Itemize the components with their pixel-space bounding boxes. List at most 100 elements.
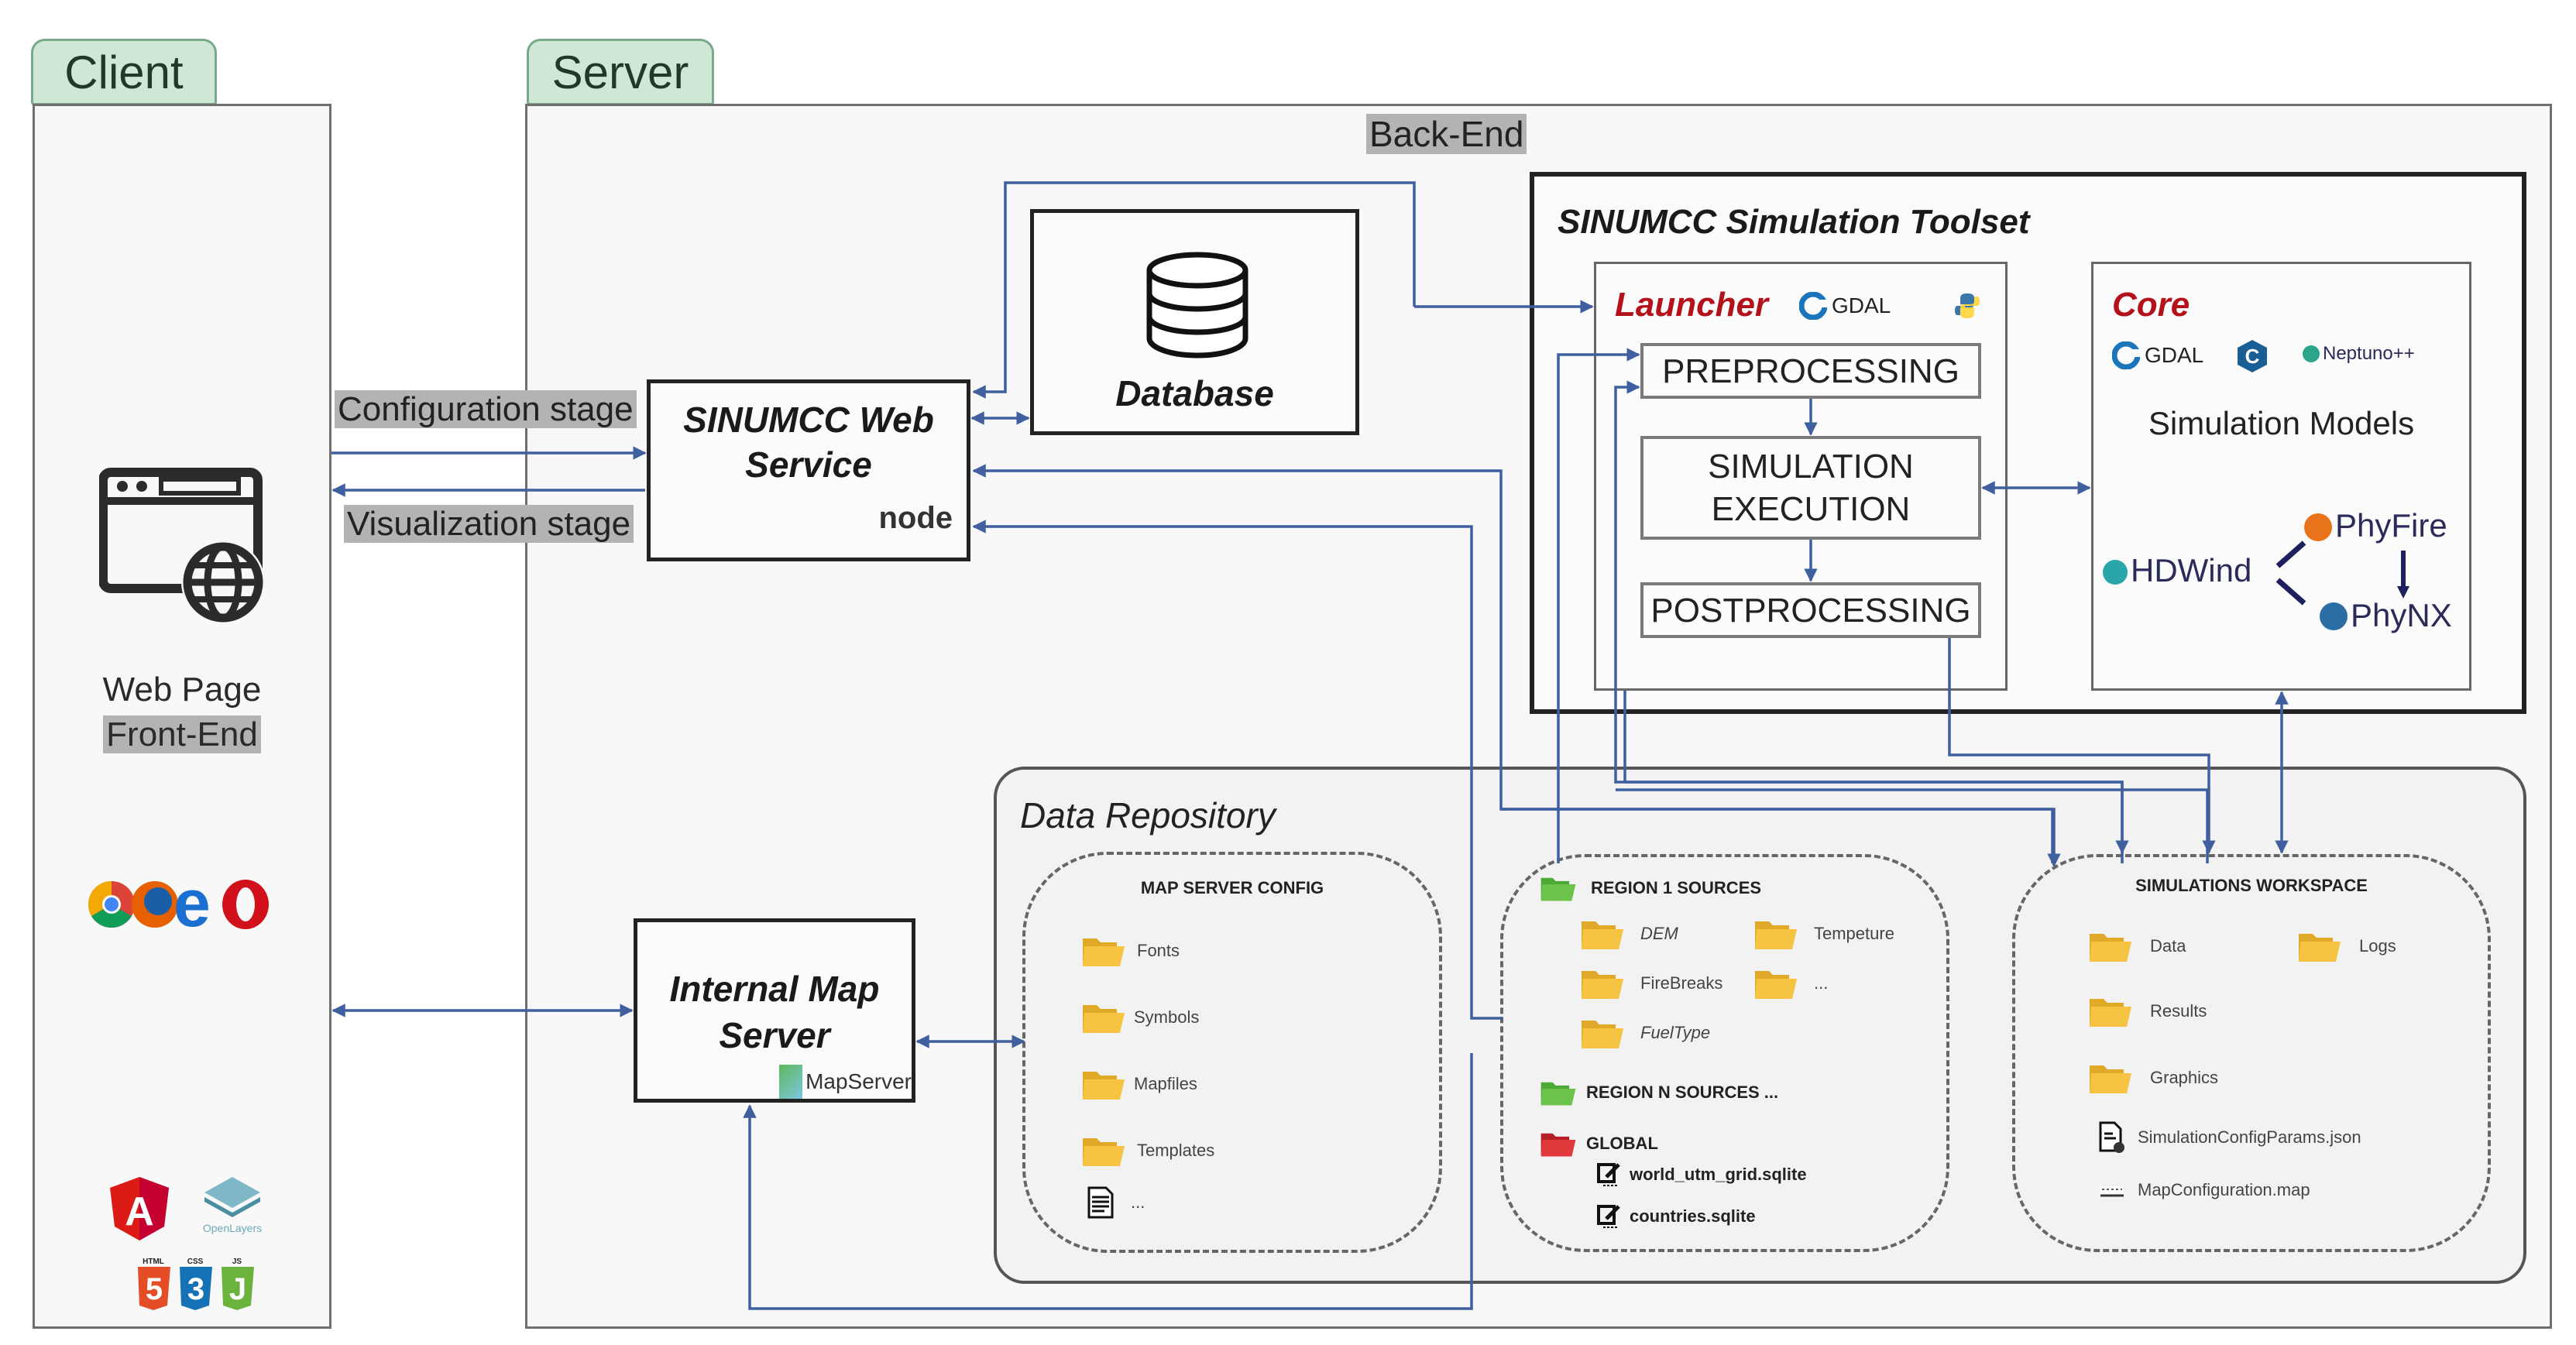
folder-icon — [2090, 1065, 2131, 1093]
folder-item[interactable]: ... — [1753, 966, 1828, 1000]
client-tab: Client — [31, 39, 217, 105]
folder-item[interactable]: Tempeture — [1753, 917, 1894, 951]
folder-icon — [1582, 1021, 1623, 1048]
folder-icon — [1755, 971, 1797, 999]
back-end-label: Back-End — [1366, 114, 1527, 154]
folder-icon — [2299, 934, 2341, 962]
folder-item[interactable]: Graphics — [2088, 1061, 2218, 1095]
python-icon — [1954, 292, 1980, 323]
region1-header[interactable]: REGION 1 SOURCES — [1540, 873, 1761, 903]
map-server-title-line1: Internal Map — [669, 969, 880, 1009]
workspace-title: SIMULATIONS WORKSPACE — [2135, 876, 2368, 895]
folder-item[interactable]: Templates — [1081, 1134, 1214, 1168]
firefox-icon — [132, 881, 178, 928]
file-item[interactable]: MapConfiguration.map — [2099, 1179, 2310, 1202]
file-item[interactable]: SimulationConfigParams.json — [2099, 1121, 2361, 1154]
svg-text:CSS: CSS — [187, 1258, 204, 1266]
core-gdal-logo: GDAL — [2112, 341, 2203, 369]
browser-logos: e — [87, 866, 273, 941]
server-tab: Server — [527, 39, 714, 105]
core-title: Core — [2112, 286, 2190, 324]
visualization-stage-wrap: Visualization stage — [344, 505, 634, 544]
sqlite-file-icon — [1597, 1205, 1620, 1228]
simulations-workspace-group: SIMULATIONS WORKSPACE — [2012, 854, 2491, 1252]
file-item[interactable]: countries.sqlite — [1597, 1203, 1756, 1230]
web-service-title-line2: Service — [745, 444, 872, 485]
regionN-header[interactable]: REGION N SOURCES ... — [1540, 1078, 1778, 1107]
folder-item[interactable]: FireBreaks — [1580, 966, 1722, 1000]
mapserver-logo: MapServer — [779, 1065, 912, 1099]
folder-icon — [1083, 1072, 1125, 1100]
model-phynx: PhyNX — [2351, 597, 2452, 633]
svg-text:JS: JS — [232, 1258, 242, 1266]
configuration-stage-wrap: Configuration stage — [335, 390, 637, 429]
back-end-label-wrap: Back-End — [1366, 113, 1527, 155]
region-sources-group — [1500, 854, 1949, 1252]
simulation-models-title: Simulation Models — [2148, 405, 2415, 441]
json-config-file-icon — [2099, 1121, 2124, 1153]
svg-text:HTML: HTML — [143, 1258, 164, 1266]
folder-item[interactable]: Data — [2088, 929, 2186, 963]
web-page-label: Web Page — [102, 671, 262, 709]
simulation-execution-stage[interactable]: SIMULATION EXECUTION — [1640, 436, 1981, 540]
folder-item[interactable]: Fonts — [1081, 934, 1180, 968]
file-item[interactable]: ... — [1087, 1186, 1145, 1219]
openlayers-label: OpenLayers — [202, 1222, 263, 1234]
model-hdwind: HDWind — [2131, 552, 2252, 588]
folder-icon — [1582, 971, 1623, 999]
html-css-js-logos: HTML CSS JS 5 3 J — [136, 1256, 257, 1312]
green-folder-icon — [1540, 1082, 1576, 1106]
svg-text:3: 3 — [187, 1272, 204, 1306]
neptuno-logo: Neptuno++ — [2303, 343, 2415, 365]
edge-icon: e — [173, 866, 211, 941]
toolset-title: SINUMCC Simulation Toolset — [1558, 203, 2030, 241]
folder-item[interactable]: FuelType — [1580, 1016, 1710, 1050]
cpp-icon: C — [2236, 338, 2269, 377]
folder-icon — [2090, 934, 2131, 962]
chrome-icon — [88, 881, 135, 928]
postprocessing-stage[interactable]: POSTPROCESSING — [1640, 582, 1981, 638]
folder-item[interactable]: Results — [2088, 994, 2207, 1028]
map-file-icon — [2100, 1186, 2124, 1197]
front-end-label: Front-End — [103, 715, 261, 753]
configuration-stage-label: Configuration stage — [335, 390, 637, 428]
models-diagram: HDWind PhyFire PhyNX — [2101, 489, 2465, 643]
openlayers-logo: OpenLayers — [194, 1171, 271, 1245]
database-title: Database — [1115, 373, 1274, 413]
data-repository-title: Data Repository — [1020, 795, 1276, 835]
map-server-title-line2: Server — [719, 1015, 830, 1055]
svg-text:C: C — [2245, 345, 2260, 368]
svg-text:J: J — [229, 1272, 246, 1306]
red-folder-icon — [1540, 1133, 1576, 1157]
database-box[interactable]: Database — [1030, 209, 1359, 435]
web-page-icon — [98, 466, 271, 629]
gdal-logo: GDAL — [1799, 292, 1891, 320]
preprocessing-stage[interactable]: PREPROCESSING — [1640, 343, 1981, 399]
front-end-label-wrap: Front-End — [33, 715, 331, 754]
folder-icon — [1582, 921, 1623, 949]
file-item[interactable]: world_utm_grid.sqlite — [1597, 1161, 1807, 1188]
map-server-config-title: MAP SERVER CONFIG — [1140, 878, 1324, 897]
folder-icon — [1083, 1005, 1125, 1033]
folder-item[interactable]: DEM — [1580, 917, 1678, 951]
nodejs-logo: node — [878, 501, 953, 535]
angular-logo: A — [108, 1175, 170, 1242]
map-server-box[interactable]: Internal Map Server MapServer — [634, 918, 915, 1103]
svg-text:A: A — [125, 1189, 154, 1234]
model-phyfire: PhyFire — [2335, 507, 2447, 544]
folder-icon — [1755, 921, 1797, 949]
svg-text:e: e — [173, 875, 211, 934]
map-server-config-group: MAP SERVER CONFIG — [1022, 852, 1442, 1253]
green-folder-icon — [1540, 877, 1576, 901]
document-icon — [1087, 1186, 1114, 1219]
global-header[interactable]: GLOBAL — [1540, 1129, 1658, 1158]
svg-text:5: 5 — [146, 1272, 163, 1306]
opera-icon — [222, 880, 269, 929]
core-box: Core GDAL C Neptuno++ Simulation Models … — [2091, 262, 2471, 691]
folder-item[interactable]: Mapfiles — [1081, 1067, 1197, 1101]
folder-icon — [2090, 999, 2131, 1027]
web-service-box[interactable]: SINUMCC Web Service node — [647, 379, 970, 561]
database-icon — [1145, 252, 1250, 363]
folder-item[interactable]: Symbols — [1081, 1000, 1199, 1034]
folder-item[interactable]: Logs — [2297, 929, 2396, 963]
